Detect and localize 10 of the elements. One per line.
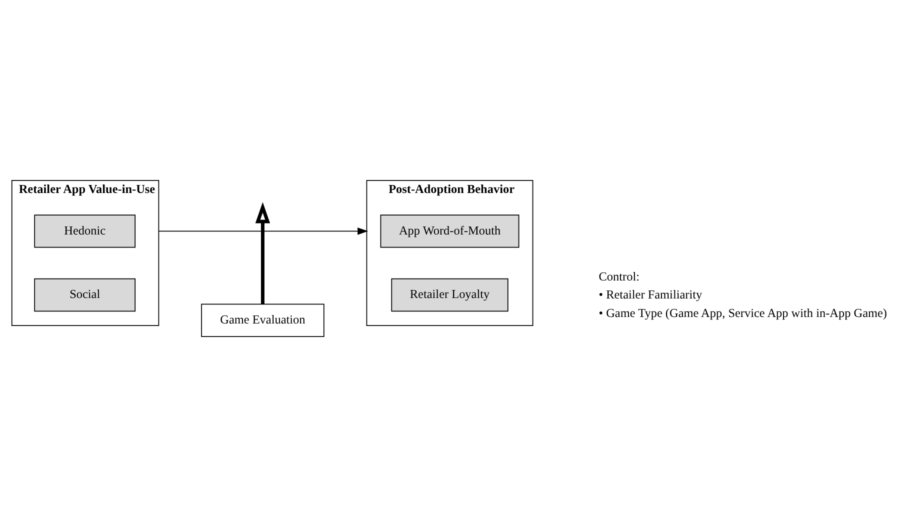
node-box: App Word-of-Mouth [380,214,520,248]
label: • Game Type (Game App, Service App with in-App Game) [598,306,888,320]
node-box: Social [34,278,136,312]
node-box: Game Evaluation [201,304,324,337]
node-box: Retailer Loyalty [391,278,508,312]
arrow [158,228,368,235]
label: Control: [598,269,640,284]
label: • Retailer Familiarity [598,288,702,302]
arrow [255,202,270,304]
node-box: Hedonic [34,214,136,248]
